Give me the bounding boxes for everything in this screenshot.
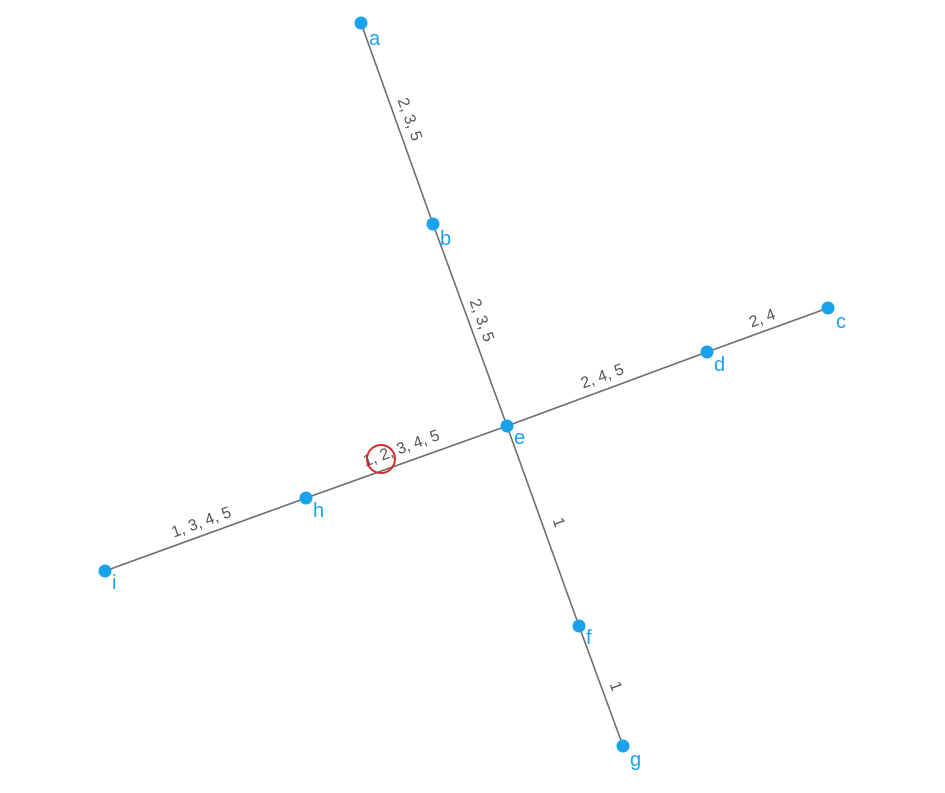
node-label-e: e [514, 427, 525, 449]
node-label-g: g [630, 749, 641, 771]
edge-b-e [432, 223, 508, 427]
edge-a-b [360, 22, 434, 225]
node-g [616, 739, 630, 753]
node-label-h: h [313, 500, 324, 522]
highlight-circle [366, 444, 396, 474]
node-label-d: d [714, 354, 725, 376]
node-d [700, 345, 714, 359]
node-label-a: a [369, 28, 381, 50]
edge-i-h [104, 497, 307, 572]
edge-label-e-d: 2, 4, 5 [579, 361, 627, 392]
node-h [299, 491, 313, 505]
edge-e-f [506, 425, 580, 627]
node-label-c: c [836, 311, 846, 333]
edge-label-e-f: 1 [549, 515, 568, 529]
edge-label-a-b: 2, 3, 5 [394, 96, 425, 144]
node-b [426, 217, 440, 231]
node-a [354, 16, 368, 30]
edge-f-g [578, 625, 624, 747]
edge-label-f-g: 1 [606, 679, 625, 693]
node-e [500, 419, 514, 433]
edge-e-d [506, 351, 708, 427]
node-label-f: f [586, 627, 592, 649]
node-label-i: i [112, 572, 116, 594]
edge-h-e [305, 425, 508, 499]
node-i [98, 564, 112, 578]
edge-label-b-e: 2, 3, 5 [466, 297, 497, 345]
node-c [821, 301, 835, 315]
node-f [572, 619, 586, 633]
edge-d-c [706, 307, 829, 353]
node-label-b: b [440, 228, 451, 250]
